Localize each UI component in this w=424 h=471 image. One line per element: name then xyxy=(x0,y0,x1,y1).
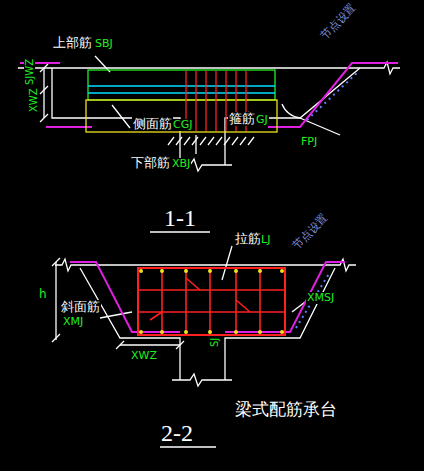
rebar-label: 2-2 xyxy=(160,420,194,446)
rebar-stroke xyxy=(192,137,198,145)
rebar-stroke xyxy=(168,137,174,145)
rebar-stroke xyxy=(200,137,206,145)
rebar-label: 上部筋 xyxy=(52,36,93,50)
rebar-stroke xyxy=(232,137,238,145)
rebar-label: 斜面筋 xyxy=(60,300,101,314)
rebar-label: SJWZ xyxy=(24,58,35,86)
rebar-label: XBJ xyxy=(171,158,191,170)
rebar-stroke xyxy=(161,268,163,335)
rebar-label: 下部筋 xyxy=(130,156,171,170)
rebar-label: FPJ xyxy=(300,136,318,148)
rebar-label: SJ xyxy=(209,337,220,348)
rebar-dot xyxy=(208,330,212,334)
rebar-label: 节点设置 xyxy=(290,211,331,252)
rebar-label: 节点设置 xyxy=(318,1,359,42)
rebar-stroke xyxy=(216,137,222,145)
rebar-dot xyxy=(234,269,238,273)
rebar-label: 侧面筋 xyxy=(132,117,173,131)
rebar-label: 拉筋 xyxy=(234,232,262,246)
rebar-stroke xyxy=(248,137,254,145)
rebar-label: XMSJ xyxy=(306,292,335,304)
rebar-dot xyxy=(184,330,188,334)
rebar-label: XWZ xyxy=(28,87,39,113)
rebar-stroke xyxy=(176,137,182,145)
rebar-dot xyxy=(160,269,164,273)
rebar-label: GJ xyxy=(255,114,269,126)
rebar-label: CGJ xyxy=(172,119,193,131)
rebar-label: h xyxy=(38,288,48,301)
rebar-stroke xyxy=(186,278,200,290)
rebar-dot xyxy=(280,269,284,273)
rebar-label: 1-1 xyxy=(163,205,197,231)
rebar-dot xyxy=(139,269,143,273)
rebar-dot xyxy=(258,269,262,273)
rebar-stroke xyxy=(236,300,250,312)
rebar-label: XWZ xyxy=(130,350,158,362)
rebar-stroke xyxy=(240,137,246,145)
rebar-label: 箍筋 xyxy=(228,112,256,126)
rebar-stroke xyxy=(150,312,162,320)
rebar-stroke xyxy=(205,71,206,131)
rebar-stroke xyxy=(208,137,214,145)
rebar-stroke xyxy=(209,268,211,335)
rebar-label: LJ xyxy=(260,234,271,246)
rebar-dot xyxy=(258,330,262,334)
rebar-stroke xyxy=(195,71,196,131)
rebar-label: SBJ xyxy=(94,38,114,50)
rebar-dot xyxy=(280,330,284,334)
rebar-stroke xyxy=(225,71,226,131)
rebar-dot xyxy=(160,330,164,334)
drawing-caption: 梁式配筋承台 xyxy=(234,400,338,419)
rebar-stroke xyxy=(138,289,285,291)
rebar-stroke xyxy=(259,268,261,335)
rebar-stroke xyxy=(215,71,216,131)
rebar-dot xyxy=(234,330,238,334)
rebar-dot xyxy=(184,269,188,273)
rebar-dot xyxy=(208,269,212,273)
rebar-stroke xyxy=(184,137,190,145)
rebar-dot xyxy=(139,330,143,334)
rebar-label: XMJ xyxy=(62,316,84,328)
rebar-stroke xyxy=(224,137,230,145)
